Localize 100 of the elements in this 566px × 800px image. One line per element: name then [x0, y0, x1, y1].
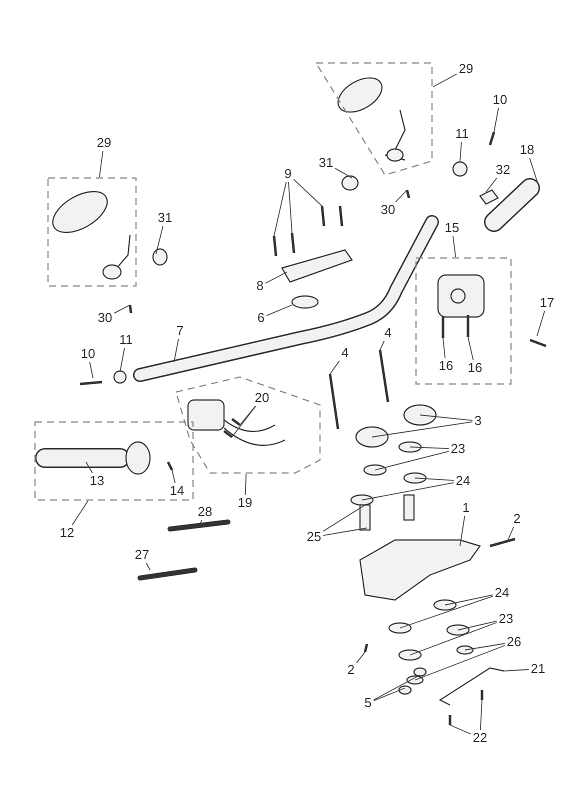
leader-line: [452, 236, 456, 258]
leader-line: [373, 674, 420, 700]
leader-line: [114, 304, 130, 314]
leader-line: [89, 362, 94, 378]
leader-line: [232, 406, 256, 438]
leader-line: [174, 338, 179, 362]
leader-line: [266, 304, 292, 316]
callout-number: 4: [383, 326, 393, 340]
leader-line: [244, 474, 247, 496]
leader-line: [240, 406, 256, 426]
leader-line: [432, 74, 458, 88]
callout-number: 2: [512, 512, 522, 526]
leader-line: [200, 520, 202, 524]
leader-line: [410, 446, 450, 450]
callout-number: 26: [506, 635, 522, 649]
callout-number: 21: [530, 662, 546, 676]
callout-number: 24: [454, 474, 472, 488]
leader-line: [486, 178, 498, 192]
callout-number: 13: [88, 474, 106, 488]
callout-number: 23: [498, 612, 514, 626]
callout-number: 14: [168, 484, 186, 498]
leader-line: [442, 338, 446, 358]
callout-number: 2: [346, 663, 356, 677]
leader-line: [464, 643, 506, 650]
leader-line: [468, 336, 474, 360]
leader-line: [458, 620, 498, 630]
leader-line: [86, 462, 93, 474]
leader-line: [372, 421, 473, 438]
callout-number: 31: [156, 211, 174, 225]
leader-line: [420, 414, 473, 421]
callout-number: 22: [472, 731, 488, 745]
leader-line: [400, 596, 494, 628]
callout-number: 10: [80, 347, 96, 361]
leader-line: [265, 272, 288, 284]
leader-line: [356, 652, 366, 664]
leader-line: [508, 526, 514, 540]
callout-number: 25: [306, 530, 322, 544]
leader-line: [480, 700, 482, 730]
leader-line: [460, 516, 466, 546]
callout-number: 16: [438, 359, 454, 373]
leader-line: [450, 724, 472, 734]
leader-line: [380, 340, 385, 350]
callout-number: 30: [96, 311, 114, 325]
leader-line: [120, 348, 125, 372]
leader-line: [460, 142, 462, 162]
leader-line: [156, 226, 164, 254]
callout-number: 29: [458, 62, 474, 76]
leader-line: [322, 528, 368, 536]
callout-number: 11: [118, 333, 134, 347]
dashed-group-outline: [48, 178, 136, 286]
leader-line: [373, 688, 406, 702]
callout-number: 10: [492, 93, 508, 107]
leader-line: [293, 178, 322, 206]
callout-number: 15: [444, 221, 460, 235]
dashed-group-outline: [176, 377, 320, 473]
callout-number: 3: [473, 414, 483, 428]
callout-number: 17: [538, 296, 556, 310]
leader-line: [504, 669, 530, 672]
leader-line: [410, 622, 498, 656]
callout-number: 28: [196, 505, 214, 519]
callout-number: 29: [96, 136, 112, 150]
callout-number: 12: [58, 526, 76, 540]
callout-number: 5: [363, 696, 373, 710]
callout-number: 7: [175, 324, 185, 338]
leader-line: [494, 108, 499, 132]
callout-number: 31: [318, 156, 334, 170]
leader-line: [374, 450, 450, 470]
leader-line: [72, 500, 88, 526]
leader-line: [395, 190, 408, 202]
callout-number: 4: [340, 346, 350, 360]
leader-line: [98, 150, 104, 178]
callout-number: 11: [454, 127, 470, 141]
callout-number: 30: [380, 203, 396, 217]
callout-number: 27: [134, 548, 150, 562]
callout-number: 23: [450, 442, 466, 456]
leader-line: [322, 504, 366, 532]
leader-line: [274, 182, 287, 236]
leader-line: [172, 470, 176, 484]
leader-line: [536, 310, 546, 336]
callout-number: 16: [466, 361, 484, 375]
leader-line: [288, 182, 292, 234]
leader-line: [362, 482, 454, 500]
leader-line: [529, 158, 538, 184]
dashed-group-outline: [316, 63, 432, 175]
callout-number: 24: [494, 586, 510, 600]
callout-number: 20: [254, 391, 270, 405]
dashed-group-outline: [35, 422, 193, 500]
leader-line: [444, 594, 494, 606]
callout-number: 32: [494, 163, 512, 177]
leader-line: [414, 645, 506, 680]
leader-line: [414, 478, 454, 481]
callout-number: 6: [256, 311, 266, 325]
leader-line: [146, 562, 150, 570]
callout-number: 9: [283, 167, 293, 181]
callout-number: 18: [518, 143, 536, 157]
dashed-group-outline: [416, 258, 511, 384]
callout-number: 19: [236, 496, 254, 510]
leader-line: [334, 168, 352, 178]
leader-line: [330, 360, 340, 374]
callout-number: 8: [255, 279, 265, 293]
